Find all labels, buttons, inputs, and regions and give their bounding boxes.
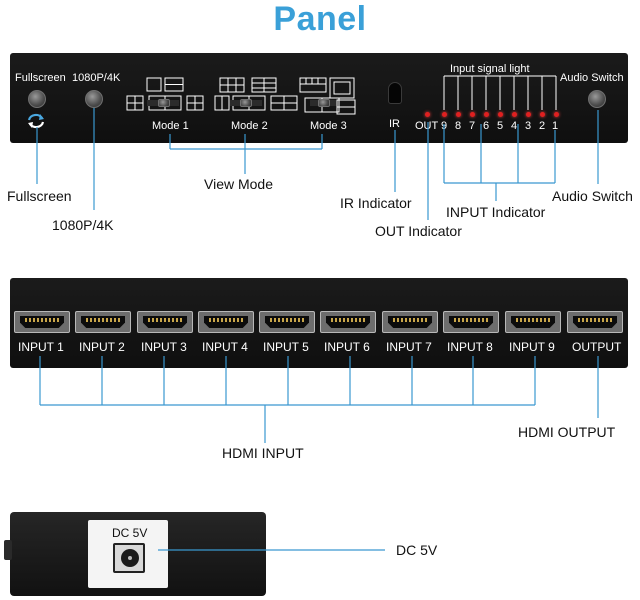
input-signal-light-label: Input signal light bbox=[450, 63, 530, 75]
hdmi-port-input-7 bbox=[382, 311, 438, 333]
view-mode-icons bbox=[126, 77, 356, 115]
dc-jack bbox=[113, 543, 145, 573]
hdmi-port-output bbox=[567, 311, 623, 333]
refresh-icon bbox=[27, 113, 45, 129]
signal-bracket bbox=[443, 75, 557, 110]
hdmi-port-input-2 bbox=[75, 311, 131, 333]
resolution-button[interactable] bbox=[85, 90, 103, 108]
signal-led-3 bbox=[526, 112, 531, 117]
callout-input-indicator: INPUT Indicator bbox=[446, 204, 546, 220]
hdmi-port-input-4 bbox=[198, 311, 254, 333]
port-label-input-5: INPUT 5 bbox=[263, 340, 309, 354]
callout-out-indicator: OUT Indicator bbox=[375, 223, 462, 239]
fullscreen-label: Fullscreen bbox=[15, 72, 66, 84]
callout-fullscreen: Fullscreen bbox=[7, 188, 72, 204]
callout-view-mode: View Mode bbox=[204, 176, 274, 192]
port-label-input-2: INPUT 2 bbox=[79, 340, 125, 354]
callout-dc-5v: DC 5V bbox=[396, 542, 438, 558]
out-led bbox=[425, 112, 430, 117]
callout-resolution: 1080P/4K bbox=[52, 217, 114, 233]
callout-ir-indicator: IR Indicator bbox=[340, 195, 412, 211]
hdmi-port-input-5 bbox=[259, 311, 315, 333]
signal-led-5 bbox=[498, 112, 503, 117]
dc-label: DC 5V bbox=[112, 526, 148, 540]
signal-led-9 bbox=[442, 112, 447, 117]
signal-number-1: 1 bbox=[552, 120, 559, 132]
mode-2-label: Mode 2 bbox=[231, 120, 268, 132]
port-label-input-6: INPUT 6 bbox=[324, 340, 370, 354]
signal-led-4 bbox=[512, 112, 517, 117]
hdmi-port-input-6 bbox=[320, 311, 376, 333]
mode-3-label: Mode 3 bbox=[310, 120, 347, 132]
hdmi-port-input-3 bbox=[137, 311, 193, 333]
callout-audio-switch: Audio Switch bbox=[552, 188, 633, 204]
audio-switch-label: Audio Switch bbox=[560, 72, 624, 84]
hdmi-port-input-8 bbox=[443, 311, 499, 333]
mode-2-button[interactable] bbox=[240, 99, 252, 107]
ir-label: IR bbox=[389, 118, 400, 130]
side-panel-edge bbox=[4, 540, 12, 560]
audio-switch-button[interactable] bbox=[588, 90, 606, 108]
callout-hdmi-output: HDMI OUTPUT bbox=[518, 424, 616, 440]
port-label-output: OUTPUT bbox=[572, 340, 622, 354]
fullscreen-button[interactable] bbox=[28, 90, 46, 108]
ir-sensor bbox=[388, 82, 402, 104]
mode-3-button[interactable] bbox=[318, 99, 330, 107]
port-label-input-8: INPUT 8 bbox=[447, 340, 493, 354]
port-label-input-3: INPUT 3 bbox=[141, 340, 187, 354]
page-title: Panel bbox=[273, 0, 367, 38]
hdmi-port-input-1 bbox=[14, 311, 70, 333]
signal-number-5: 5 bbox=[497, 120, 504, 132]
signal-number-6: 6 bbox=[483, 120, 490, 132]
port-label-input-1: INPUT 1 bbox=[18, 340, 64, 354]
port-label-input-7: INPUT 7 bbox=[386, 340, 432, 354]
signal-led-8 bbox=[456, 112, 461, 117]
resolution-label: 1080P/4K bbox=[72, 72, 121, 84]
port-label-input-4: INPUT 4 bbox=[202, 340, 248, 354]
signal-number-8: 8 bbox=[455, 120, 462, 132]
signal-number-3: 3 bbox=[525, 120, 532, 132]
signal-led-1 bbox=[554, 112, 559, 117]
signal-led-6 bbox=[484, 112, 489, 117]
out-label: OUT bbox=[415, 120, 439, 132]
signal-number-2: 2 bbox=[539, 120, 546, 132]
signal-number-7: 7 bbox=[469, 120, 476, 132]
hdmi-port-input-9 bbox=[505, 311, 561, 333]
signal-number-4: 4 bbox=[511, 120, 518, 132]
callout-hdmi-input: HDMI INPUT bbox=[222, 445, 304, 461]
port-label-input-9: INPUT 9 bbox=[509, 340, 555, 354]
signal-led-2 bbox=[540, 112, 545, 117]
mode-1-label: Mode 1 bbox=[152, 120, 189, 132]
mode-1-button[interactable] bbox=[158, 99, 170, 107]
signal-led-7 bbox=[470, 112, 475, 117]
signal-number-9: 9 bbox=[441, 120, 448, 132]
